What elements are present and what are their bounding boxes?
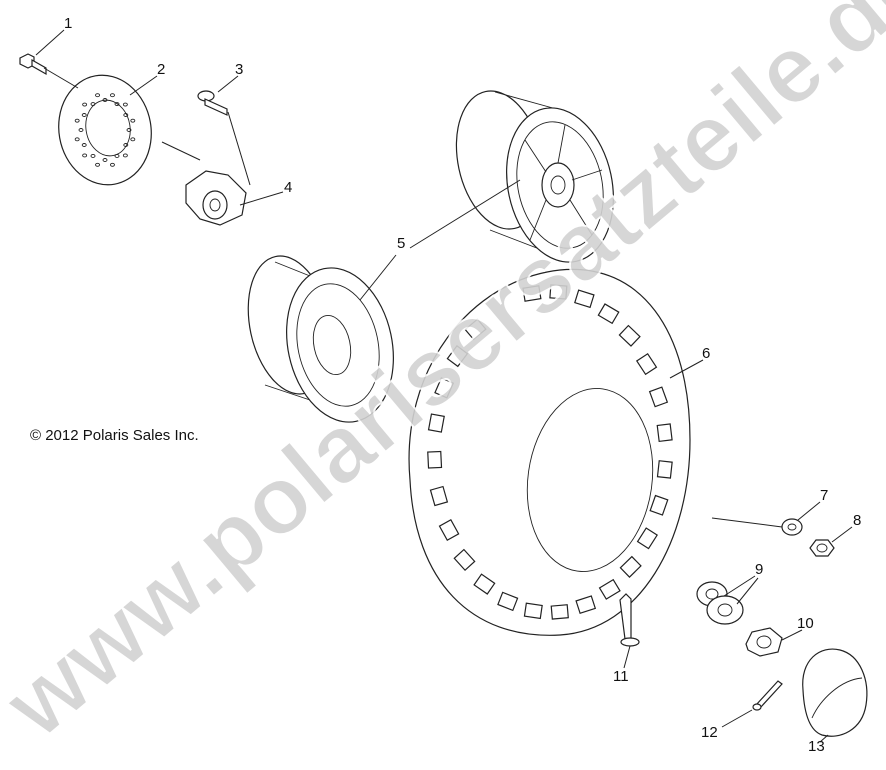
callout-12: 12 [701, 724, 718, 741]
disc-hole [122, 153, 128, 158]
tire-tread-block [523, 602, 543, 620]
disc-hole [81, 113, 87, 117]
part-washers[interactable] [696, 581, 744, 625]
disc-hole [102, 98, 108, 102]
tire-tread-block [574, 289, 595, 309]
part-wheel-hub[interactable] [185, 170, 247, 226]
disc-hole [114, 102, 120, 106]
disc-hole [110, 93, 115, 98]
callout-11: 11 [613, 668, 629, 685]
callout-10: 10 [797, 615, 814, 632]
part-valve-stem[interactable] [619, 593, 640, 647]
disc-hole [130, 137, 136, 142]
tire-tread-block [473, 573, 496, 595]
disc-hole [90, 102, 96, 106]
tire-tread-block [550, 604, 569, 620]
part-stud[interactable] [197, 90, 228, 116]
tire-tread-block [549, 284, 568, 300]
callout-9: 9 [755, 561, 763, 578]
callout-7: 7 [820, 487, 828, 504]
callout-13: 13 [808, 738, 825, 755]
tire-tread-block [453, 548, 476, 572]
tire-tread-block [464, 318, 487, 341]
part-washer[interactable] [781, 518, 803, 536]
tire-tread-block [438, 519, 460, 541]
tire-tread-block [618, 324, 641, 347]
disc-hole [102, 158, 108, 162]
disc-hole [90, 154, 96, 158]
disc-hole [114, 154, 120, 158]
disc-hole [95, 93, 100, 98]
part-brake-disc[interactable] [50, 68, 160, 192]
disc-hole [126, 128, 132, 132]
disc-hole [81, 143, 87, 147]
tire-tread-block [636, 527, 658, 550]
part-bolt[interactable] [19, 53, 47, 76]
callout-2: 2 [157, 61, 165, 78]
disc-hole [74, 118, 80, 123]
tire-tread-block [434, 377, 455, 399]
disc-hole [82, 102, 88, 107]
tire-tread-block [656, 460, 673, 479]
leader-lines [35, 29, 853, 743]
tire-tread-block [619, 555, 642, 578]
callout-3: 3 [235, 61, 243, 78]
part-rim-rear[interactable] [444, 83, 627, 272]
part-tire[interactable] [408, 268, 691, 636]
callout-6: 6 [702, 345, 710, 362]
tire-tread-block [598, 578, 621, 600]
disc-hole [110, 162, 115, 167]
callout-4: 4 [284, 179, 292, 196]
callout-5: 5 [397, 235, 405, 252]
disc-hole [122, 102, 128, 107]
part-hub-cap[interactable] [802, 648, 868, 737]
part-castle-nut[interactable] [745, 627, 783, 657]
callout-1: 1 [64, 15, 72, 32]
tire-tread-block [575, 595, 597, 615]
part-cotter-pin[interactable] [752, 680, 783, 711]
tire-tread-block [597, 303, 620, 325]
part-rim-front[interactable] [236, 248, 407, 432]
tire-tread-block [522, 285, 542, 302]
tire-tread-block [656, 423, 673, 443]
tire-tread-block [427, 450, 443, 469]
disc-hole [95, 162, 100, 167]
tire-tread-block [497, 591, 519, 612]
disc-hole [123, 143, 129, 147]
disc-hole [123, 113, 129, 117]
callout-labels: 1 2 3 4 5 6 7 8 9 10 11 12 13 [64, 15, 861, 755]
tire-tread-block [427, 413, 445, 433]
tire-tread-block [649, 494, 669, 516]
callout-8: 8 [853, 512, 861, 529]
disc-hole [130, 118, 136, 123]
tire-tread-block [635, 352, 658, 376]
copyright-text: © 2012 Polaris Sales Inc. [30, 427, 199, 444]
tire-tread-block [648, 386, 669, 408]
tire-tread-block [446, 344, 469, 368]
disc-hole [78, 128, 84, 132]
disc-hole [74, 137, 80, 142]
part-nut[interactable] [809, 539, 835, 557]
tire-tread-block [429, 485, 449, 507]
disc-hole [82, 153, 88, 158]
